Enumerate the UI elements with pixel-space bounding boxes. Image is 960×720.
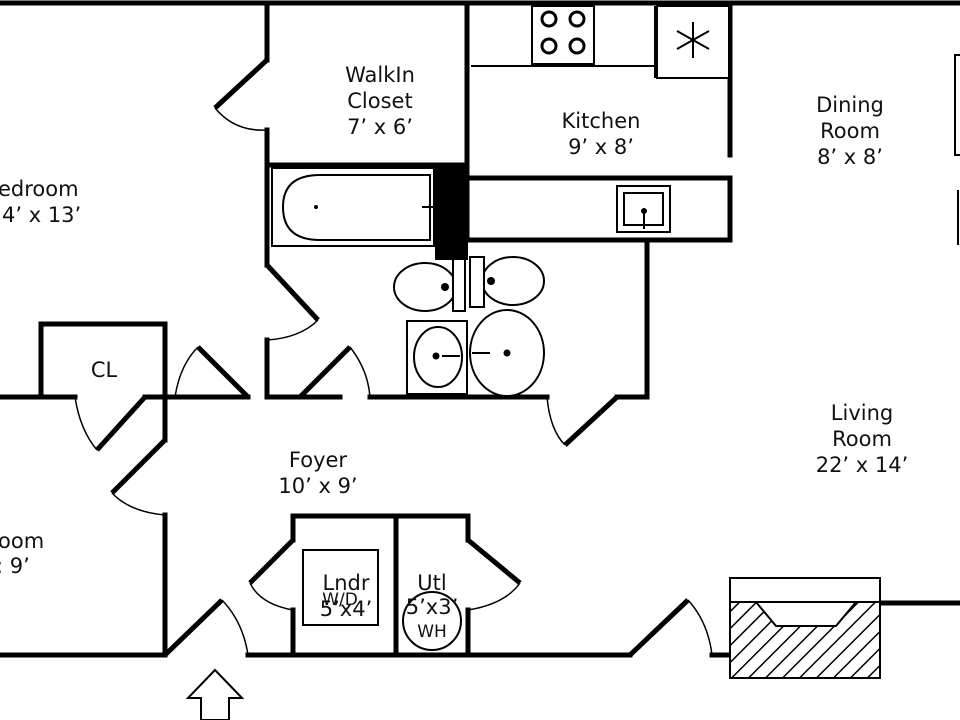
bedroom-label: edroom xyxy=(0,177,79,201)
laundry-appliance: W/D xyxy=(322,590,358,610)
room-labels: WalkIn Closet 7’ x 6’ Kitchen 9’ x 8’ Di… xyxy=(0,63,908,642)
bedroom2-label: oom xyxy=(0,529,44,553)
dining-label-2: Room xyxy=(820,119,880,143)
laundry-door xyxy=(248,538,295,585)
bedroom-dims: 4’ x 13’ xyxy=(2,203,81,227)
closet-door xyxy=(95,395,147,452)
closet-label: CL xyxy=(91,358,118,382)
laundry-dims: 5’x4’ xyxy=(320,597,373,621)
hall-door xyxy=(298,345,352,399)
entry-door xyxy=(163,598,224,657)
utility-door xyxy=(466,538,522,585)
kitchen-label: Kitchen xyxy=(562,109,641,133)
dining-label-1: Dining xyxy=(816,93,884,117)
utility-dims: 5’x3’ xyxy=(406,595,459,619)
bath-sinks xyxy=(406,309,545,397)
living-label-2: Room xyxy=(832,427,892,451)
bath-door xyxy=(265,263,320,322)
stove-icon xyxy=(531,5,595,65)
kitchen-door xyxy=(563,395,619,447)
washer-dryer xyxy=(302,549,379,626)
water-heater xyxy=(402,591,462,651)
walkin-dims: 7’ x 6’ xyxy=(347,115,413,139)
walkin-label-1: WalkIn xyxy=(345,63,415,87)
dining-dims: 8’ x 8’ xyxy=(817,145,883,169)
snowflake-icon xyxy=(656,5,730,79)
living-door xyxy=(628,598,690,657)
utility-appliance: WH xyxy=(417,622,447,642)
bedroom2-door xyxy=(110,438,167,495)
foyer-label: Foyer xyxy=(289,448,348,472)
foyer-dims: 10’ x 9’ xyxy=(278,474,357,498)
utility-label: Utl xyxy=(417,571,446,595)
dining-window xyxy=(954,54,960,156)
walkin-label-2: Closet xyxy=(347,89,412,113)
toilet xyxy=(393,256,545,312)
walkin-door xyxy=(213,58,269,110)
kitchen-sink xyxy=(616,185,671,233)
bathtub xyxy=(271,167,435,247)
entry-arrow-icon xyxy=(185,668,245,720)
doors xyxy=(74,58,713,657)
living-label-1: Living xyxy=(831,401,893,425)
bedroom2-dims: : 9’ xyxy=(0,554,30,578)
plumbing-chase xyxy=(435,165,468,260)
living-dims: 22’ x 14’ xyxy=(816,453,909,477)
fireplace-icon xyxy=(729,577,881,679)
kitchen-dims: 9’ x 8’ xyxy=(568,135,634,159)
bedroom-door xyxy=(196,345,250,399)
laundry-label: Lndr xyxy=(323,571,370,595)
